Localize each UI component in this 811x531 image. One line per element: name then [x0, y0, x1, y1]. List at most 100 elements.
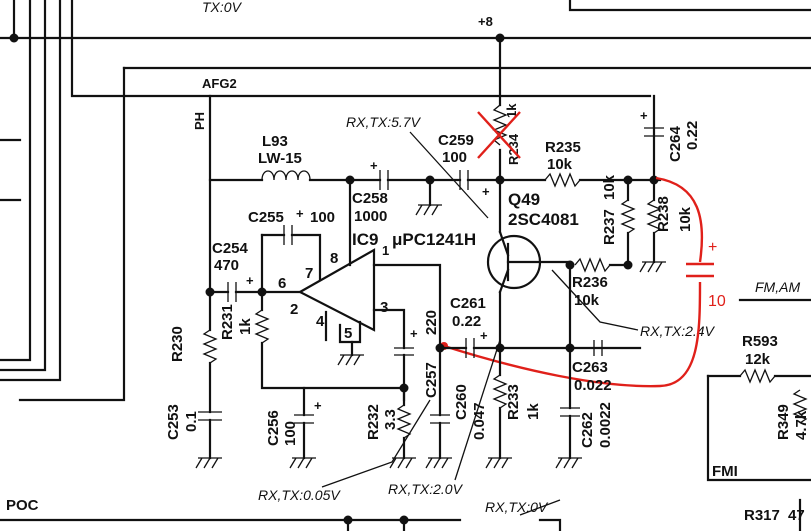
c260-capacitor	[430, 414, 450, 424]
r236-label: R236	[572, 274, 608, 291]
r317-value: 47	[788, 507, 805, 524]
rx-tx-2-0-leader	[454, 339, 501, 481]
r237-label: R237	[601, 209, 618, 245]
l93-inductor	[261, 170, 311, 181]
r593-value: 12k	[745, 351, 771, 368]
r236-value: 10k	[574, 292, 600, 309]
red-cross-mark	[477, 111, 521, 159]
r349-resistor	[792, 389, 808, 424]
c257-label: C257	[423, 362, 440, 398]
plus-c258: +	[370, 158, 378, 173]
c264-capacitor	[644, 127, 664, 137]
tx-top-label: TX:0V	[202, 0, 243, 15]
rx-tx-5-7-leader	[409, 131, 489, 219]
c256-label: C256	[265, 410, 282, 446]
plus-c264: +	[640, 108, 648, 123]
rx-tx-5-7-label: RX,TX:5.7V	[346, 114, 422, 130]
c263-value: 0.022	[574, 377, 612, 394]
pin5-label: 5	[344, 325, 352, 342]
r232-label: R232	[365, 404, 382, 440]
c258-capacitor	[379, 170, 389, 190]
ic9-type: μPC1241H	[392, 230, 476, 249]
r238-resistor	[646, 199, 662, 234]
c257-value: 220	[423, 310, 440, 335]
c264-value: 0.22	[684, 121, 701, 150]
r234-value: 1k	[504, 103, 519, 118]
r233-value: 1k	[525, 403, 542, 420]
red-added-wire	[443, 176, 704, 388]
c264-label: C264	[667, 125, 684, 162]
c260-label: C260	[453, 384, 470, 420]
r237-resistor	[620, 199, 636, 234]
c263-label: C263	[572, 359, 608, 376]
pin2-label: 2	[290, 301, 298, 318]
r349-label: R349	[775, 404, 792, 440]
fmi-label: FMI	[712, 463, 738, 480]
c258-ground	[415, 204, 442, 216]
r230-resistor	[202, 329, 218, 364]
pin1-label: 1	[382, 243, 389, 258]
pin4-label: 4	[316, 313, 325, 330]
r235-resistor	[544, 172, 581, 188]
lw15-label: LW-15	[258, 150, 302, 167]
r232-value: 3.3	[382, 409, 399, 430]
red-capacitor-value: 10	[708, 293, 726, 310]
r235-label: R235	[545, 139, 581, 156]
r238-ground	[639, 261, 666, 273]
c253-label: C253	[165, 404, 182, 440]
pin8-label: 8	[330, 250, 338, 267]
c262-label: C262	[579, 412, 596, 448]
c259-value: 100	[442, 149, 467, 166]
r233-resistor	[492, 374, 508, 409]
c258-value: 1000	[354, 208, 387, 225]
r238-value: 10k	[677, 206, 694, 232]
r238-label: R238	[655, 196, 672, 232]
r233-label: R233	[505, 384, 522, 420]
r593-label: R593	[742, 333, 778, 350]
r230-label: R230	[169, 326, 186, 362]
plus-c257: +	[410, 326, 418, 341]
red-capacitor-plus: +	[708, 239, 717, 256]
ic9-opamp	[297, 248, 376, 332]
r236-resistor	[574, 257, 611, 273]
rx-tx-0-label: RX,TX:0V	[485, 499, 549, 515]
c255-value: 100	[310, 209, 335, 226]
rx-tx-0-05-leader	[321, 399, 431, 488]
r231-value: 1k	[237, 318, 254, 335]
q49-type: 2SC4081	[508, 210, 579, 229]
c259-label: C259	[438, 132, 474, 149]
c254-label: C254	[212, 240, 249, 257]
rx-tx-2-0-label: RX,TX:2.0V	[388, 481, 464, 497]
c260-value: 0.047	[471, 402, 488, 440]
c262-value: 0.0022	[597, 402, 614, 448]
plus-c261: +	[480, 328, 488, 343]
c262-capacitor	[560, 407, 580, 417]
r593-resistor	[739, 368, 776, 384]
c263-capacitor	[593, 340, 603, 356]
rx-tx-2-4-label: RX,TX:2.4V	[640, 323, 716, 339]
c254-value: 470	[214, 257, 239, 274]
plus8-label: +8	[478, 14, 493, 29]
l93-label: L93	[262, 133, 288, 150]
fm-am-label: FM,AM	[755, 279, 800, 295]
r317-label: R317	[744, 507, 780, 524]
r232-resistor	[396, 404, 412, 439]
rx-tx-0-05-label: RX,TX:0.05V	[258, 487, 341, 503]
pin6-label: 6	[278, 275, 286, 292]
rx-tx-2-4-leader	[551, 269, 639, 331]
plus-c254: +	[246, 273, 254, 288]
c253-capacitor	[198, 411, 222, 421]
c253-value: 0.1	[183, 411, 200, 432]
r231-resistor	[254, 309, 270, 344]
r231-label: R231	[219, 304, 236, 340]
c258-label: C258	[352, 190, 388, 207]
c255-label: C255	[248, 209, 284, 226]
poc-label: POC	[6, 497, 39, 514]
plus-c255: +	[296, 206, 304, 221]
c255-capacitor	[283, 225, 293, 245]
pin7-label: 7	[305, 265, 313, 282]
pin3-label: 3	[380, 299, 388, 316]
